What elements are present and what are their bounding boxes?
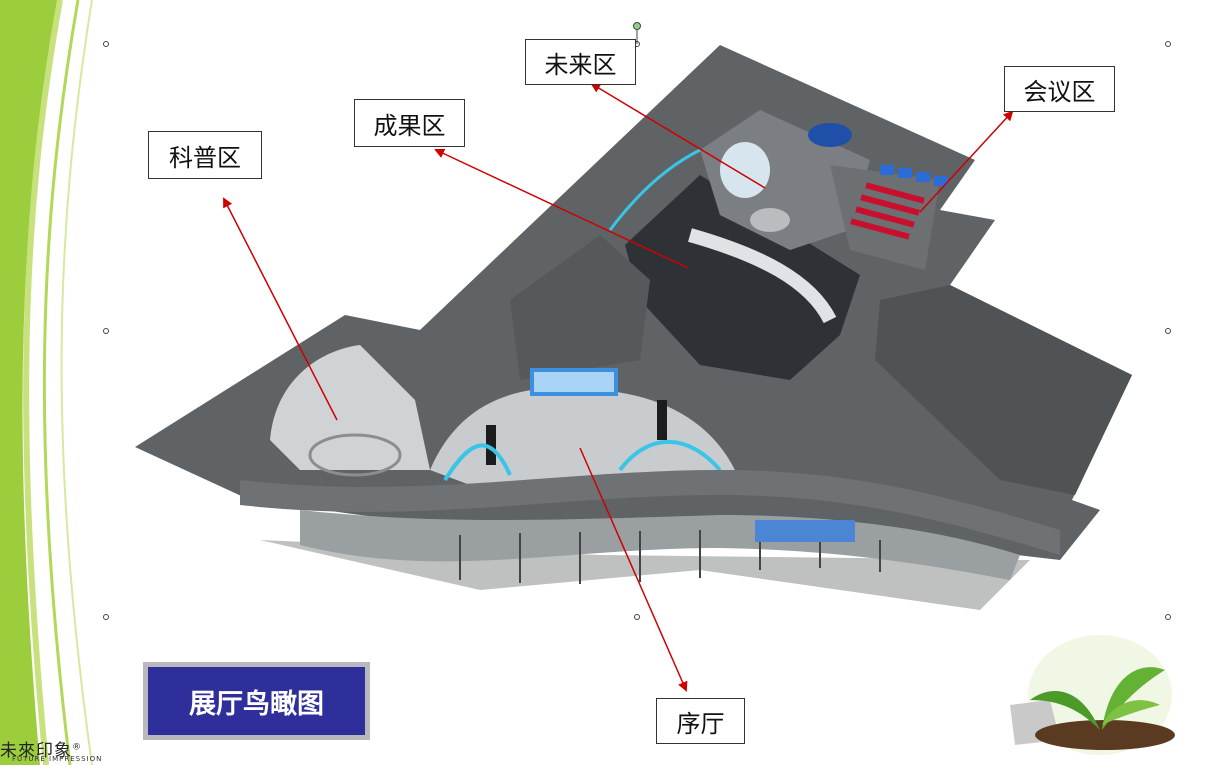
selection-handle[interactable] xyxy=(634,614,640,620)
exhibition-hall-illustration xyxy=(135,45,1132,610)
rotation-handle[interactable] xyxy=(630,20,644,46)
selection-handle[interactable] xyxy=(1165,614,1171,620)
arrow-lobby xyxy=(579,447,688,692)
arrow-results xyxy=(434,148,689,269)
registered-mark: ® xyxy=(72,742,82,753)
selection-handle[interactable] xyxy=(103,614,109,620)
label-future-zone: 未来区 xyxy=(525,39,636,85)
label-lobby-zone: 序厅 xyxy=(656,698,745,744)
selection-handle[interactable] xyxy=(103,328,109,334)
brand-name-cn: 未來印象 xyxy=(0,741,72,761)
plant-bulb-illustration xyxy=(1010,635,1175,755)
title-frame: 展厅鸟瞰图 xyxy=(143,662,370,740)
label-science-zone: 科普区 xyxy=(148,131,262,179)
selection-handle[interactable] xyxy=(103,41,109,47)
brand-name-en: FUTURE IMPRESSION xyxy=(12,755,103,763)
selection-handle[interactable] xyxy=(1165,41,1171,47)
label-results-zone: 成果区 xyxy=(354,99,465,147)
arrow-meeting xyxy=(919,110,1014,213)
page-title: 展厅鸟瞰图 xyxy=(148,667,365,735)
brand-logo: 未來印象® xyxy=(0,736,82,761)
label-meeting-zone: 会议区 xyxy=(1004,66,1115,112)
left-decorative-curves xyxy=(0,0,93,765)
selection-handle[interactable] xyxy=(1165,328,1171,334)
arrow-future xyxy=(590,82,766,189)
arrow-science xyxy=(223,197,338,421)
